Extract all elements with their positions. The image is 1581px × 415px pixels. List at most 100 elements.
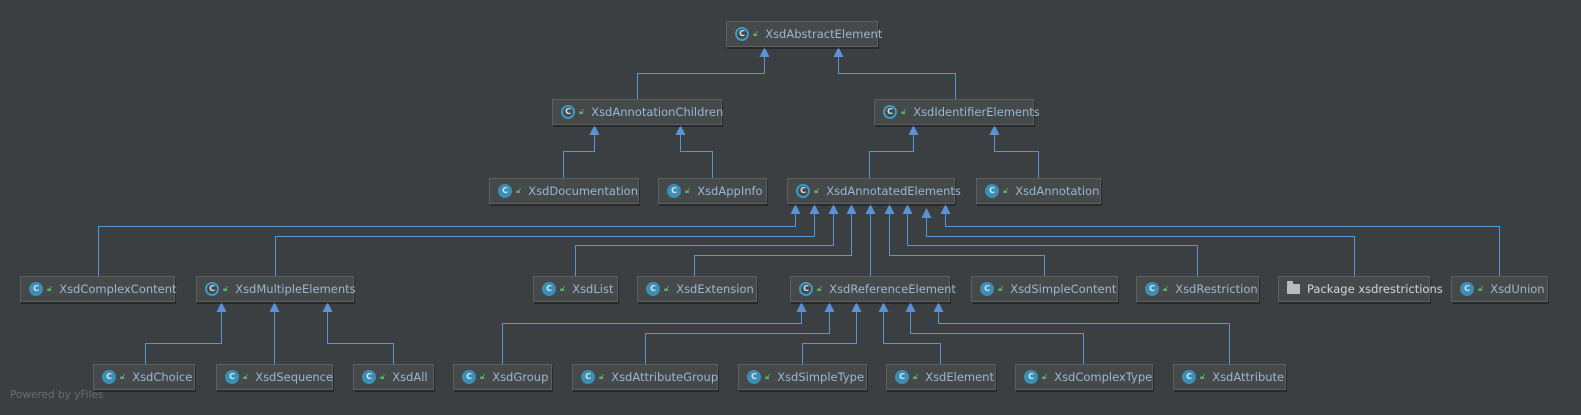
node-extension[interactable]: C🔓︎XsdExtension: [637, 276, 757, 302]
inheritance-edge-attribute: [938, 310, 1230, 364]
package-edge: [926, 211, 1355, 277]
powered-by-label: Powered by yFiles: [10, 389, 104, 401]
public-access-icon: 🔓︎: [599, 372, 605, 381]
inheritance-edge-element-arrowhead: [878, 302, 889, 312]
node-group[interactable]: C🔓︎XsdGroup: [453, 364, 552, 390]
node-label: XsdIdentifierElements: [913, 105, 1040, 119]
class-icon: C: [29, 282, 43, 296]
inheritance-edge-sequence-arrowhead: [269, 302, 280, 312]
public-access-icon: 🔓︎: [480, 372, 486, 381]
inheritance-edge-element: [883, 310, 941, 364]
node-complex-type[interactable]: C🔓︎XsdComplexType: [1015, 364, 1153, 390]
inheritance-edge-annotation-arrowhead: [989, 125, 1000, 135]
node-documentation[interactable]: C🔓︎XsdDocumentation: [489, 178, 639, 204]
node-label: XsdAbstractElement: [765, 27, 883, 41]
class-icon: C: [1145, 282, 1159, 296]
node-label: XsdAnnotationChildren: [591, 105, 724, 119]
inheritance-edge-restriction: [907, 212, 1198, 276]
public-access-icon: 🔓︎: [998, 284, 1004, 293]
node-annotated-elements[interactable]: C🔓︎XsdAnnotatedElements: [787, 178, 961, 204]
node-annotation[interactable]: C🔓︎XsdAnnotation: [976, 178, 1101, 204]
node-element[interactable]: C🔓︎XsdElement: [886, 364, 996, 390]
class-icon: C: [102, 370, 116, 384]
inheritance-edge-attribute-arrowhead: [933, 302, 944, 312]
public-access-icon: 🔓︎: [685, 186, 691, 195]
node-complex-content[interactable]: C 🔓︎ XsdComplexContent: [20, 276, 177, 302]
public-access-icon: 🔓︎: [579, 107, 585, 116]
node-label: XsdAppInfo: [697, 184, 763, 198]
inheritance-edge-identifier-elements-arrowhead: [833, 47, 844, 57]
node-restriction[interactable]: C🔓︎XsdRestriction: [1136, 276, 1259, 302]
node-label: XsdElement: [925, 370, 994, 384]
inheritance-edge-multiple-elements-arrowhead: [809, 204, 820, 214]
inheritance-edge-complex-type-arrowhead: [905, 302, 916, 312]
class-icon: C: [542, 282, 556, 296]
node-identifier-elements[interactable]: C🔓︎XsdIdentifierElements: [874, 99, 1040, 125]
inheritance-edge-simple-type: [802, 310, 857, 364]
node-reference-element[interactable]: C🔓︎XsdReferenceElement: [790, 276, 956, 302]
node-label: XsdAnnotatedElements: [826, 184, 961, 198]
folder-icon: [1287, 281, 1300, 294]
public-access-icon: 🔓︎: [120, 372, 126, 381]
inheritance-edge-documentation: [563, 133, 595, 178]
class-icon: C: [646, 282, 660, 296]
public-access-icon: 🔓︎: [913, 372, 919, 381]
inheritance-edge-all-arrowhead: [322, 302, 333, 312]
node-sequence[interactable]: C🔓︎XsdSequence: [216, 364, 333, 390]
public-access-icon: 🔓︎: [817, 284, 823, 293]
node-label: XsdAttribute: [1212, 370, 1285, 384]
inheritance-edge-documentation-arrowhead: [589, 125, 600, 135]
node-choice[interactable]: C 🔓︎ XsdChoice: [93, 364, 195, 390]
class-icon: C: [498, 184, 512, 198]
node-attribute[interactable]: C🔓︎XsdAttribute: [1173, 364, 1286, 390]
public-access-icon: 🔓︎: [664, 284, 670, 293]
inheritance-edge-simple-content: [889, 212, 1045, 276]
node-label: XsdChoice: [132, 370, 193, 384]
node-union[interactable]: C🔓︎XsdUnion: [1451, 276, 1548, 302]
inheritance-edge-extension: [694, 212, 852, 276]
node-label: XsdComplexType: [1054, 370, 1153, 384]
class-icon: C: [980, 282, 994, 296]
public-access-icon: 🔓︎: [47, 284, 53, 293]
public-access-icon: 🔓︎: [1163, 284, 1169, 293]
inheritance-edge-annotated-elements-arrowhead: [908, 125, 919, 135]
public-access-icon: 🔓︎: [1200, 372, 1206, 381]
abstract-class-icon: C: [205, 282, 219, 296]
node-simple-content[interactable]: C 🔓︎ XsdSimpleContent: [971, 276, 1118, 302]
node-appinfo[interactable]: C🔓︎XsdAppInfo: [658, 178, 767, 204]
node-all[interactable]: C🔓︎XsdAll: [353, 364, 434, 390]
node-label: XsdReferenceElement: [829, 282, 956, 296]
inheritance-edge-union-arrowhead: [940, 204, 951, 214]
abstract-class-icon: C: [561, 105, 575, 119]
inheritance-edge-group: [502, 310, 802, 364]
inheritance-edge-extension-arrowhead: [846, 204, 857, 214]
public-access-icon: 🔓︎: [814, 186, 820, 195]
node-attribute-group[interactable]: C🔓︎XsdAttributeGroup: [572, 364, 718, 390]
node-annotation-children[interactable]: C 🔓︎ XsdAnnotationChildren: [552, 99, 724, 125]
inheritance-edge-list: [575, 212, 834, 276]
node-label: XsdMultipleElements: [235, 282, 356, 296]
inheritance-edge-annotation: [994, 133, 1039, 178]
node-list[interactable]: C🔓︎XsdList: [533, 276, 618, 302]
node-label: Package xsdrestrictions: [1307, 282, 1443, 296]
node-label: XsdComplexContent: [59, 282, 177, 296]
public-access-icon: 🔓︎: [380, 372, 386, 381]
node-simple-type[interactable]: C🔓︎XsdSimpleType: [738, 364, 867, 390]
public-access-icon: 🔓︎: [1478, 284, 1484, 293]
node-abstract-element[interactable]: C🔓︎XsdAbstractElement: [726, 21, 882, 47]
node-package-xsdrestrictions[interactable]: Package xsdrestrictions: [1278, 276, 1443, 302]
inheritance-edge-list-arrowhead: [828, 204, 839, 214]
node-label: XsdSimpleContent: [1010, 282, 1117, 296]
node-label: XsdAll: [392, 370, 428, 384]
inheritance-edge-simple-type-arrowhead: [851, 302, 862, 312]
public-access-icon: 🔓︎: [753, 29, 759, 38]
inheritance-edge-union: [945, 212, 1500, 276]
inheritance-edge-complex-type: [910, 310, 1084, 364]
inheritance-edge-reference-element-arrowhead: [865, 204, 876, 214]
class-icon: C: [225, 370, 239, 384]
public-access-icon: 🔓︎: [243, 372, 249, 381]
node-multiple-elements[interactable]: C🔓︎XsdMultipleElements: [196, 276, 356, 302]
class-icon: C: [1024, 370, 1038, 384]
public-access-icon: 🔓︎: [765, 372, 771, 381]
